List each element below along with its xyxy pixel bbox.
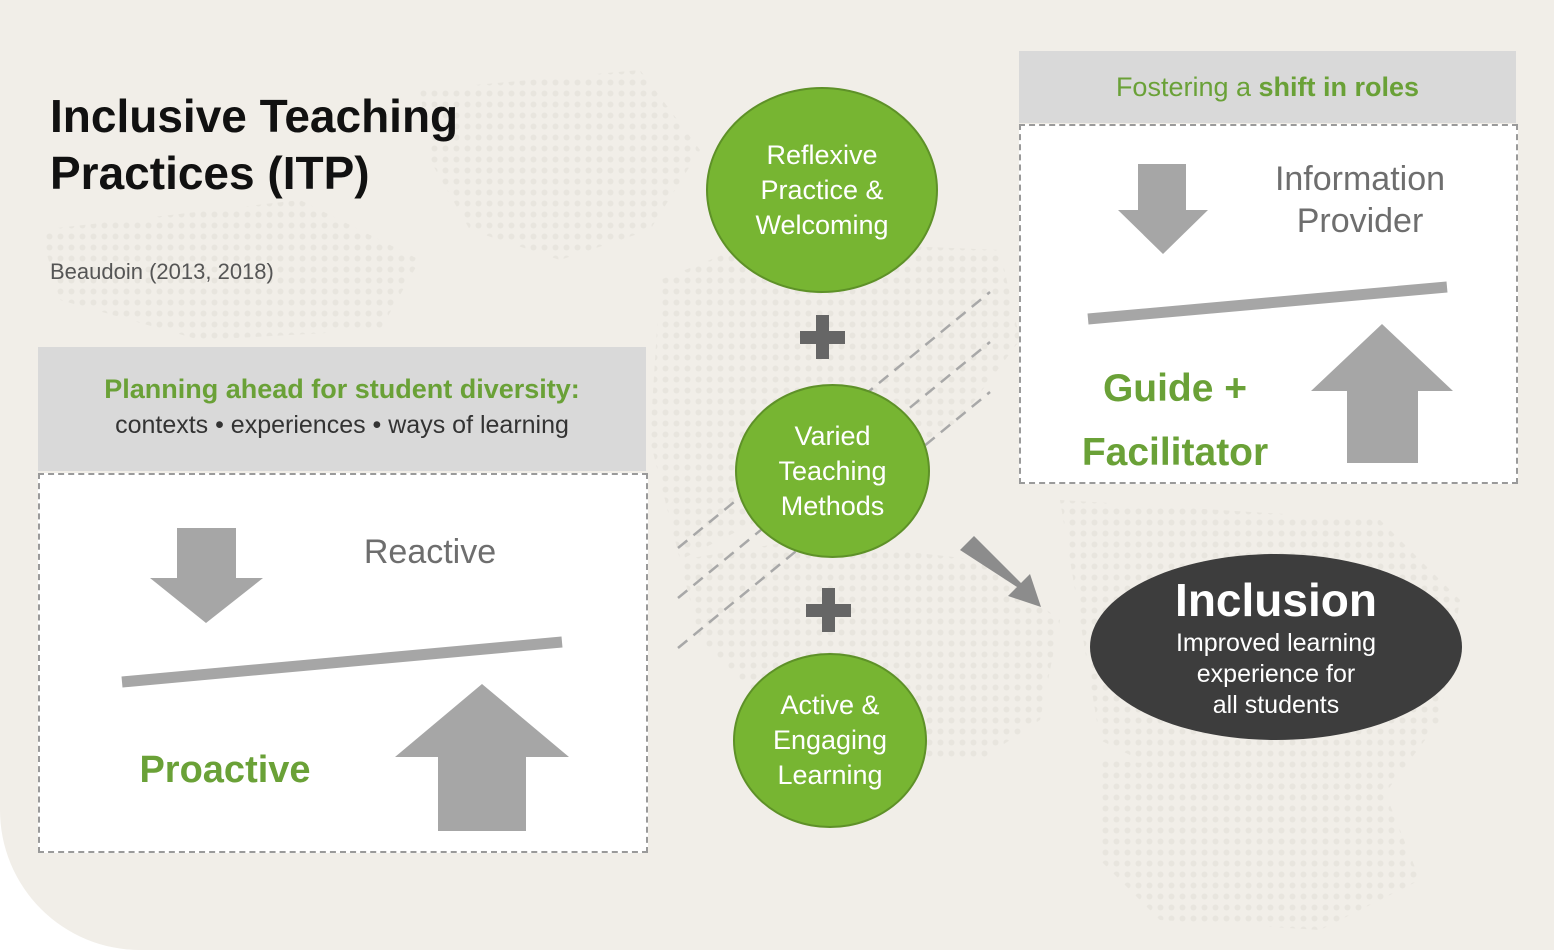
planning-title: Planning ahead for student diversity: xyxy=(104,374,580,404)
roles-header-prefix: Fostering a xyxy=(1115,72,1259,102)
planning-header: Planning ahead for student diversity: co… xyxy=(38,347,646,471)
guide-facilitator-line-1: Guide + xyxy=(1102,367,1248,410)
roles-header: Fostering a shift in roles xyxy=(1019,51,1516,123)
reactive-label: Reactive xyxy=(363,533,497,571)
circle-line: Welcoming xyxy=(755,209,889,240)
circle-line: Teaching xyxy=(778,455,887,486)
inclusion-ellipse: Inclusion Improved learning experience f… xyxy=(1090,554,1462,740)
planning-subtitle: contexts • experiences • ways of learnin… xyxy=(115,411,569,439)
information-provider-label: Information Provider xyxy=(1240,158,1480,242)
circle-line: Varied xyxy=(794,420,871,451)
guide-facilitator-label: Guide + Facilitator xyxy=(1050,357,1300,485)
page-title-line-1: Inclusive Teaching xyxy=(50,90,459,142)
information-provider-line-1: Information xyxy=(1274,160,1446,198)
circle-line: Active & xyxy=(780,690,880,720)
reflexive-practice-circle: Reflexive Practice & Welcoming xyxy=(706,87,938,293)
citation: Beaudoin (2013, 2018) xyxy=(50,259,274,284)
inclusion-line: experience for xyxy=(1196,659,1356,688)
inclusion-title: Inclusion xyxy=(1175,573,1377,626)
roles-header-emphasis: shift in roles xyxy=(1258,72,1420,102)
inclusion-line: all students xyxy=(1212,690,1340,719)
circle-line: Practice & xyxy=(760,174,884,205)
active-learning-circle: Active & Engaging Learning xyxy=(733,653,927,828)
varied-teaching-circle: Varied Teaching Methods xyxy=(735,384,930,558)
information-provider-line-2: Provider xyxy=(1296,202,1424,240)
page-title-line-2: Practices (ITP) xyxy=(50,147,370,199)
circle-line: Reflexive xyxy=(766,139,878,170)
circle-line: Methods xyxy=(780,490,885,521)
guide-facilitator-line-2: Facilitator xyxy=(1081,431,1269,474)
circle-line: Learning xyxy=(777,760,883,790)
proactive-label: Proactive xyxy=(139,749,311,791)
page-title: Inclusive Teaching Practices (ITP) xyxy=(50,88,610,202)
circle-line: Engaging xyxy=(772,725,888,755)
planning-box xyxy=(38,473,648,853)
inclusion-line: Improved learning xyxy=(1175,628,1377,657)
